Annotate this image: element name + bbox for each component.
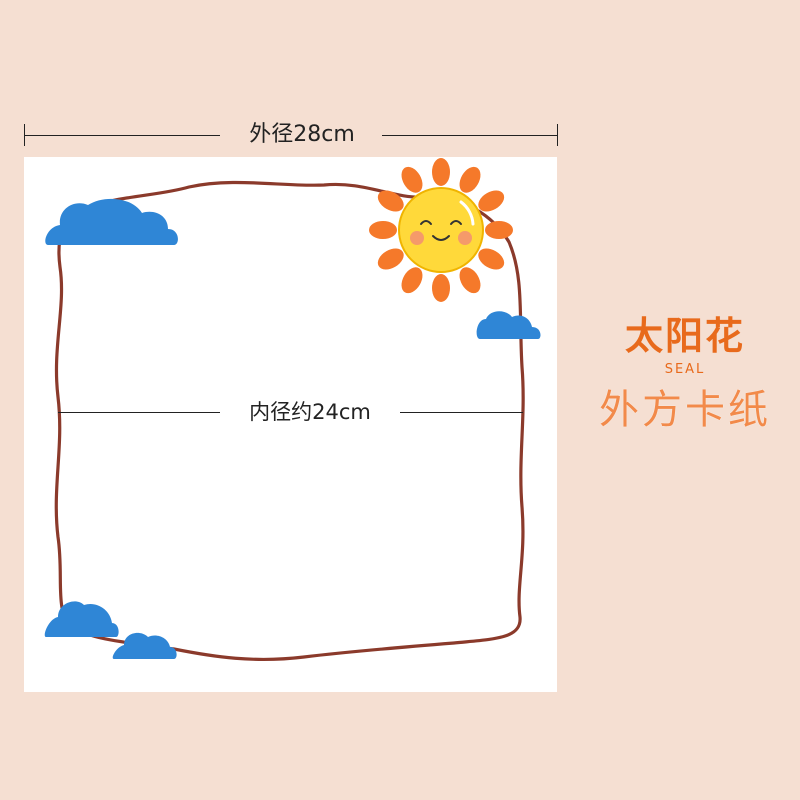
outer-dimension-line-left bbox=[24, 135, 220, 136]
inner-dimension-line-left bbox=[58, 412, 220, 413]
frame-border bbox=[54, 180, 525, 662]
inner-dimension-label: 内径约24cm bbox=[222, 397, 398, 427]
cloud-icon bbox=[476, 311, 541, 339]
outer-dimension-line-right bbox=[382, 135, 558, 136]
sun-icon bbox=[369, 158, 513, 302]
square-card: 内径约24cm bbox=[24, 157, 557, 692]
product-subtitle: SEAL bbox=[664, 362, 706, 377]
inner-dimension: 内径约24cm bbox=[58, 397, 523, 427]
product-caption: 外方卡纸 bbox=[599, 387, 771, 433]
cloud-icon bbox=[44, 601, 119, 637]
product-info: 太阳花 SEAL 外方卡纸 bbox=[580, 312, 790, 438]
outer-dimension: 外径28cm bbox=[24, 118, 558, 152]
outer-dimension-right-tick bbox=[557, 124, 558, 146]
cloud-icon bbox=[112, 632, 177, 659]
product-title: 太阳花 bbox=[624, 314, 745, 358]
inner-dimension-line-right bbox=[400, 412, 523, 413]
outer-dimension-label: 外径28cm bbox=[249, 122, 355, 147]
cloud-icon bbox=[45, 198, 178, 245]
card-artwork bbox=[44, 158, 541, 662]
